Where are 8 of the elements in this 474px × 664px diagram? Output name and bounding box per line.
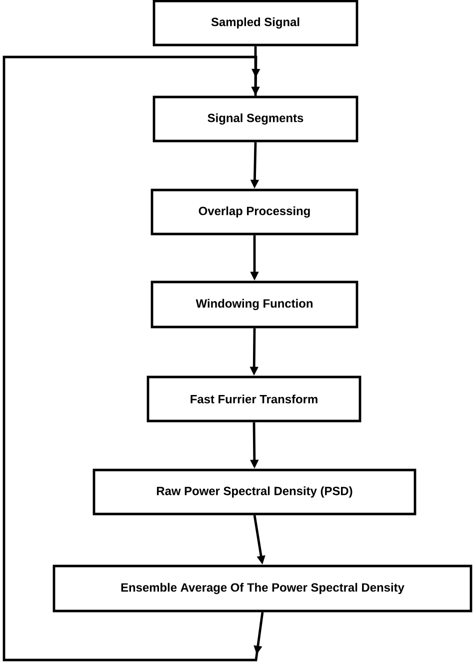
process-box: Ensemble Average Of The Power Spectral Density [52, 564, 472, 612]
process-box: Raw Power Spectral Density (PSD) [92, 468, 416, 516]
process-box: Fast Furrier Transform [146, 376, 362, 422]
feedback-arrow [2, 56, 264, 662]
process-box: Sampled Signal [152, 0, 358, 46]
process-box: Overlap Processing [150, 188, 358, 236]
process-box: Signal Segments [152, 96, 358, 142]
process-box: Windowing Function [150, 280, 358, 328]
